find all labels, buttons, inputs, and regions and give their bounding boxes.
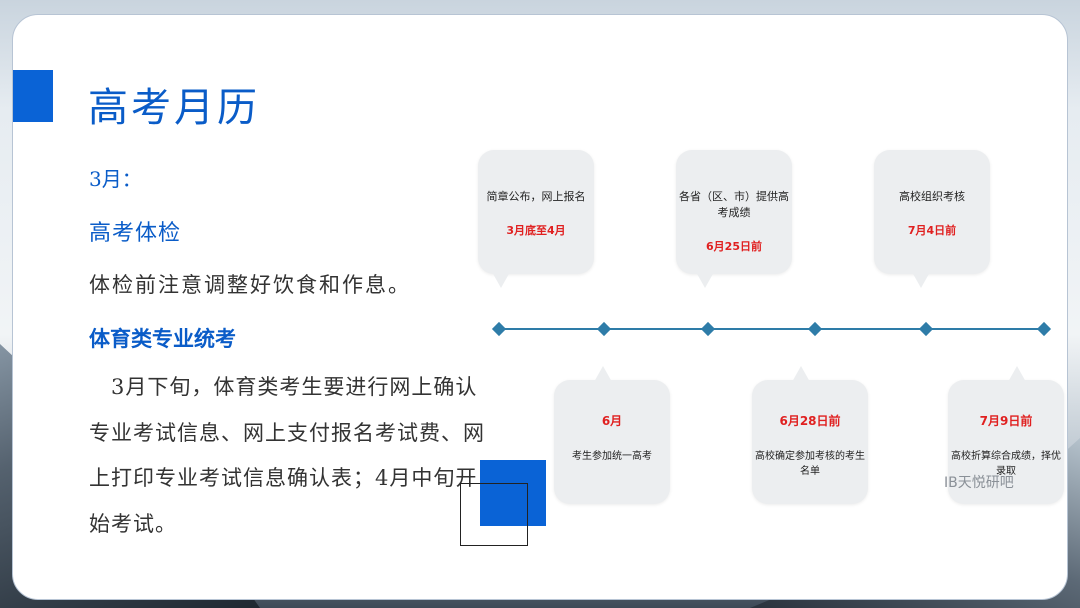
event-date: 7月9日前 [979,414,1033,428]
decorative-blue-square [480,460,546,526]
timeline-node [807,321,823,337]
event-label: 各省（区、市）提供高考成绩 [679,190,789,219]
title-accent-bar [13,70,53,122]
event-date: 6月28日前 [779,414,841,428]
event-date: 6月25日前 [706,240,762,253]
event-label: 高校折算综合成绩，择优录取 [951,451,1061,477]
timeline-event-bottom-2: 6月28日前 高校确定参加考核的考生名单 [752,366,868,504]
event-label: 考生参加统一高考 [572,451,652,462]
bubble-tail [792,366,810,382]
event-date: 6月 [601,414,623,428]
timeline-event-top-1: 简章公布，网上报名 3月底至4月 [478,150,594,288]
timeline-event-bottom-1: 6月 考生参加统一高考 [554,366,670,504]
slide-title: 高考月历 [88,85,260,131]
bubble-tail [492,272,510,288]
timeline-node [596,321,612,337]
timeline-event-bottom-3: 7月9日前 高校折算综合成绩，择优录取 [948,366,1064,504]
bubble-tail [594,366,612,382]
decorative-outline-square [460,483,528,546]
timeline-axis [498,328,1046,330]
section-heading-sports-exam: 体育类专业统考 [89,327,236,351]
section-text-physical-exam: 体检前注意调整好饮食和作息。 [89,273,411,297]
watermark-text: IB天悦研吧 [944,475,1014,491]
section-heading-physical-exam: 高考体检 [89,221,182,246]
event-date: 3月底至4月 [506,224,566,237]
event-label: 简章公布，网上报名 [486,190,586,203]
bubble-tail [1008,366,1026,382]
bubble-tail [912,272,930,288]
section-text-sports-exam: 3月下旬，体育类考生要进行网上确认专业考试信息、网上支付报名考试费、网上打印专业… [89,375,485,536]
event-date: 7月4日前 [907,224,957,237]
timeline-node [918,321,934,337]
month-label: 3月： [89,167,142,191]
event-label: 高校组织考核 [899,190,965,203]
timeline-node [1036,321,1052,337]
bubble-tail [696,272,714,288]
timeline-event-top-3: 高校组织考核 7月4日前 [874,150,990,288]
event-label: 高校确定参加考核的考生名单 [755,451,865,477]
timeline-node [491,321,507,337]
timeline-node [700,321,716,337]
timeline-diagram: 简章公布，网上报名 3月底至4月 各省（区、市）提供高考成绩 6月25日前 高校… [478,140,1080,516]
timeline-event-top-2: 各省（区、市）提供高考成绩 6月25日前 [676,150,792,288]
